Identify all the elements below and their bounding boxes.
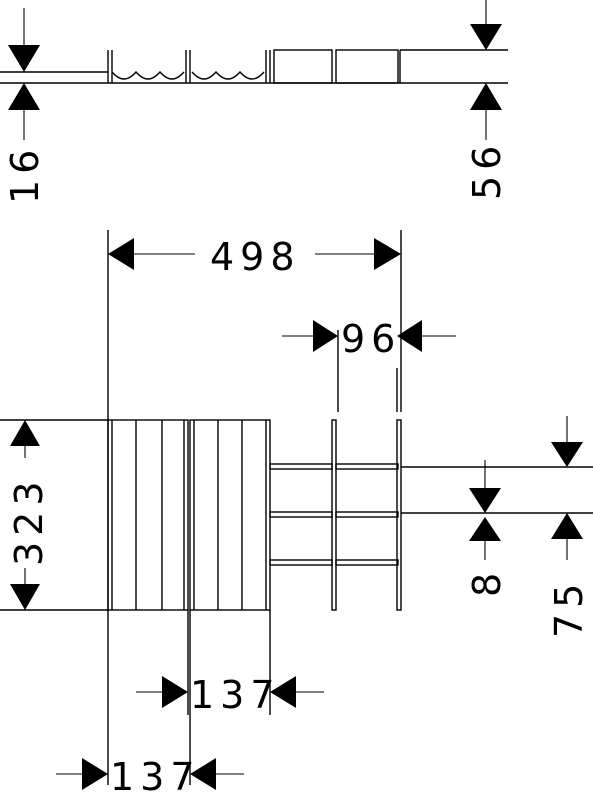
dimension-8: 8: [465, 460, 509, 597]
side-view: [0, 49, 508, 84]
dimension-56: 56: [465, 0, 509, 200]
front-view: [0, 230, 593, 785]
dimension-16: 16: [3, 8, 47, 204]
dimension-75: 75: [547, 416, 591, 638]
dim-75-label: 75: [547, 578, 591, 638]
dimension-137-upper: 137: [136, 673, 324, 717]
dim-16-label: 16: [3, 144, 47, 204]
dimension-137-lower: 137: [56, 755, 244, 799]
dim-498-label: 498: [210, 235, 301, 279]
dim-137-lower-label: 137: [110, 755, 201, 799]
dim-137-upper-label: 137: [190, 673, 281, 717]
dim-323-label: 323: [7, 475, 51, 566]
dimension-498: 498: [108, 235, 401, 279]
dim-8-label: 8: [465, 567, 509, 597]
dimension-96: 96: [282, 317, 456, 361]
dim-96-label: 96: [341, 317, 401, 361]
dimension-323: 323: [7, 420, 51, 610]
dim-56-label: 56: [465, 140, 509, 200]
